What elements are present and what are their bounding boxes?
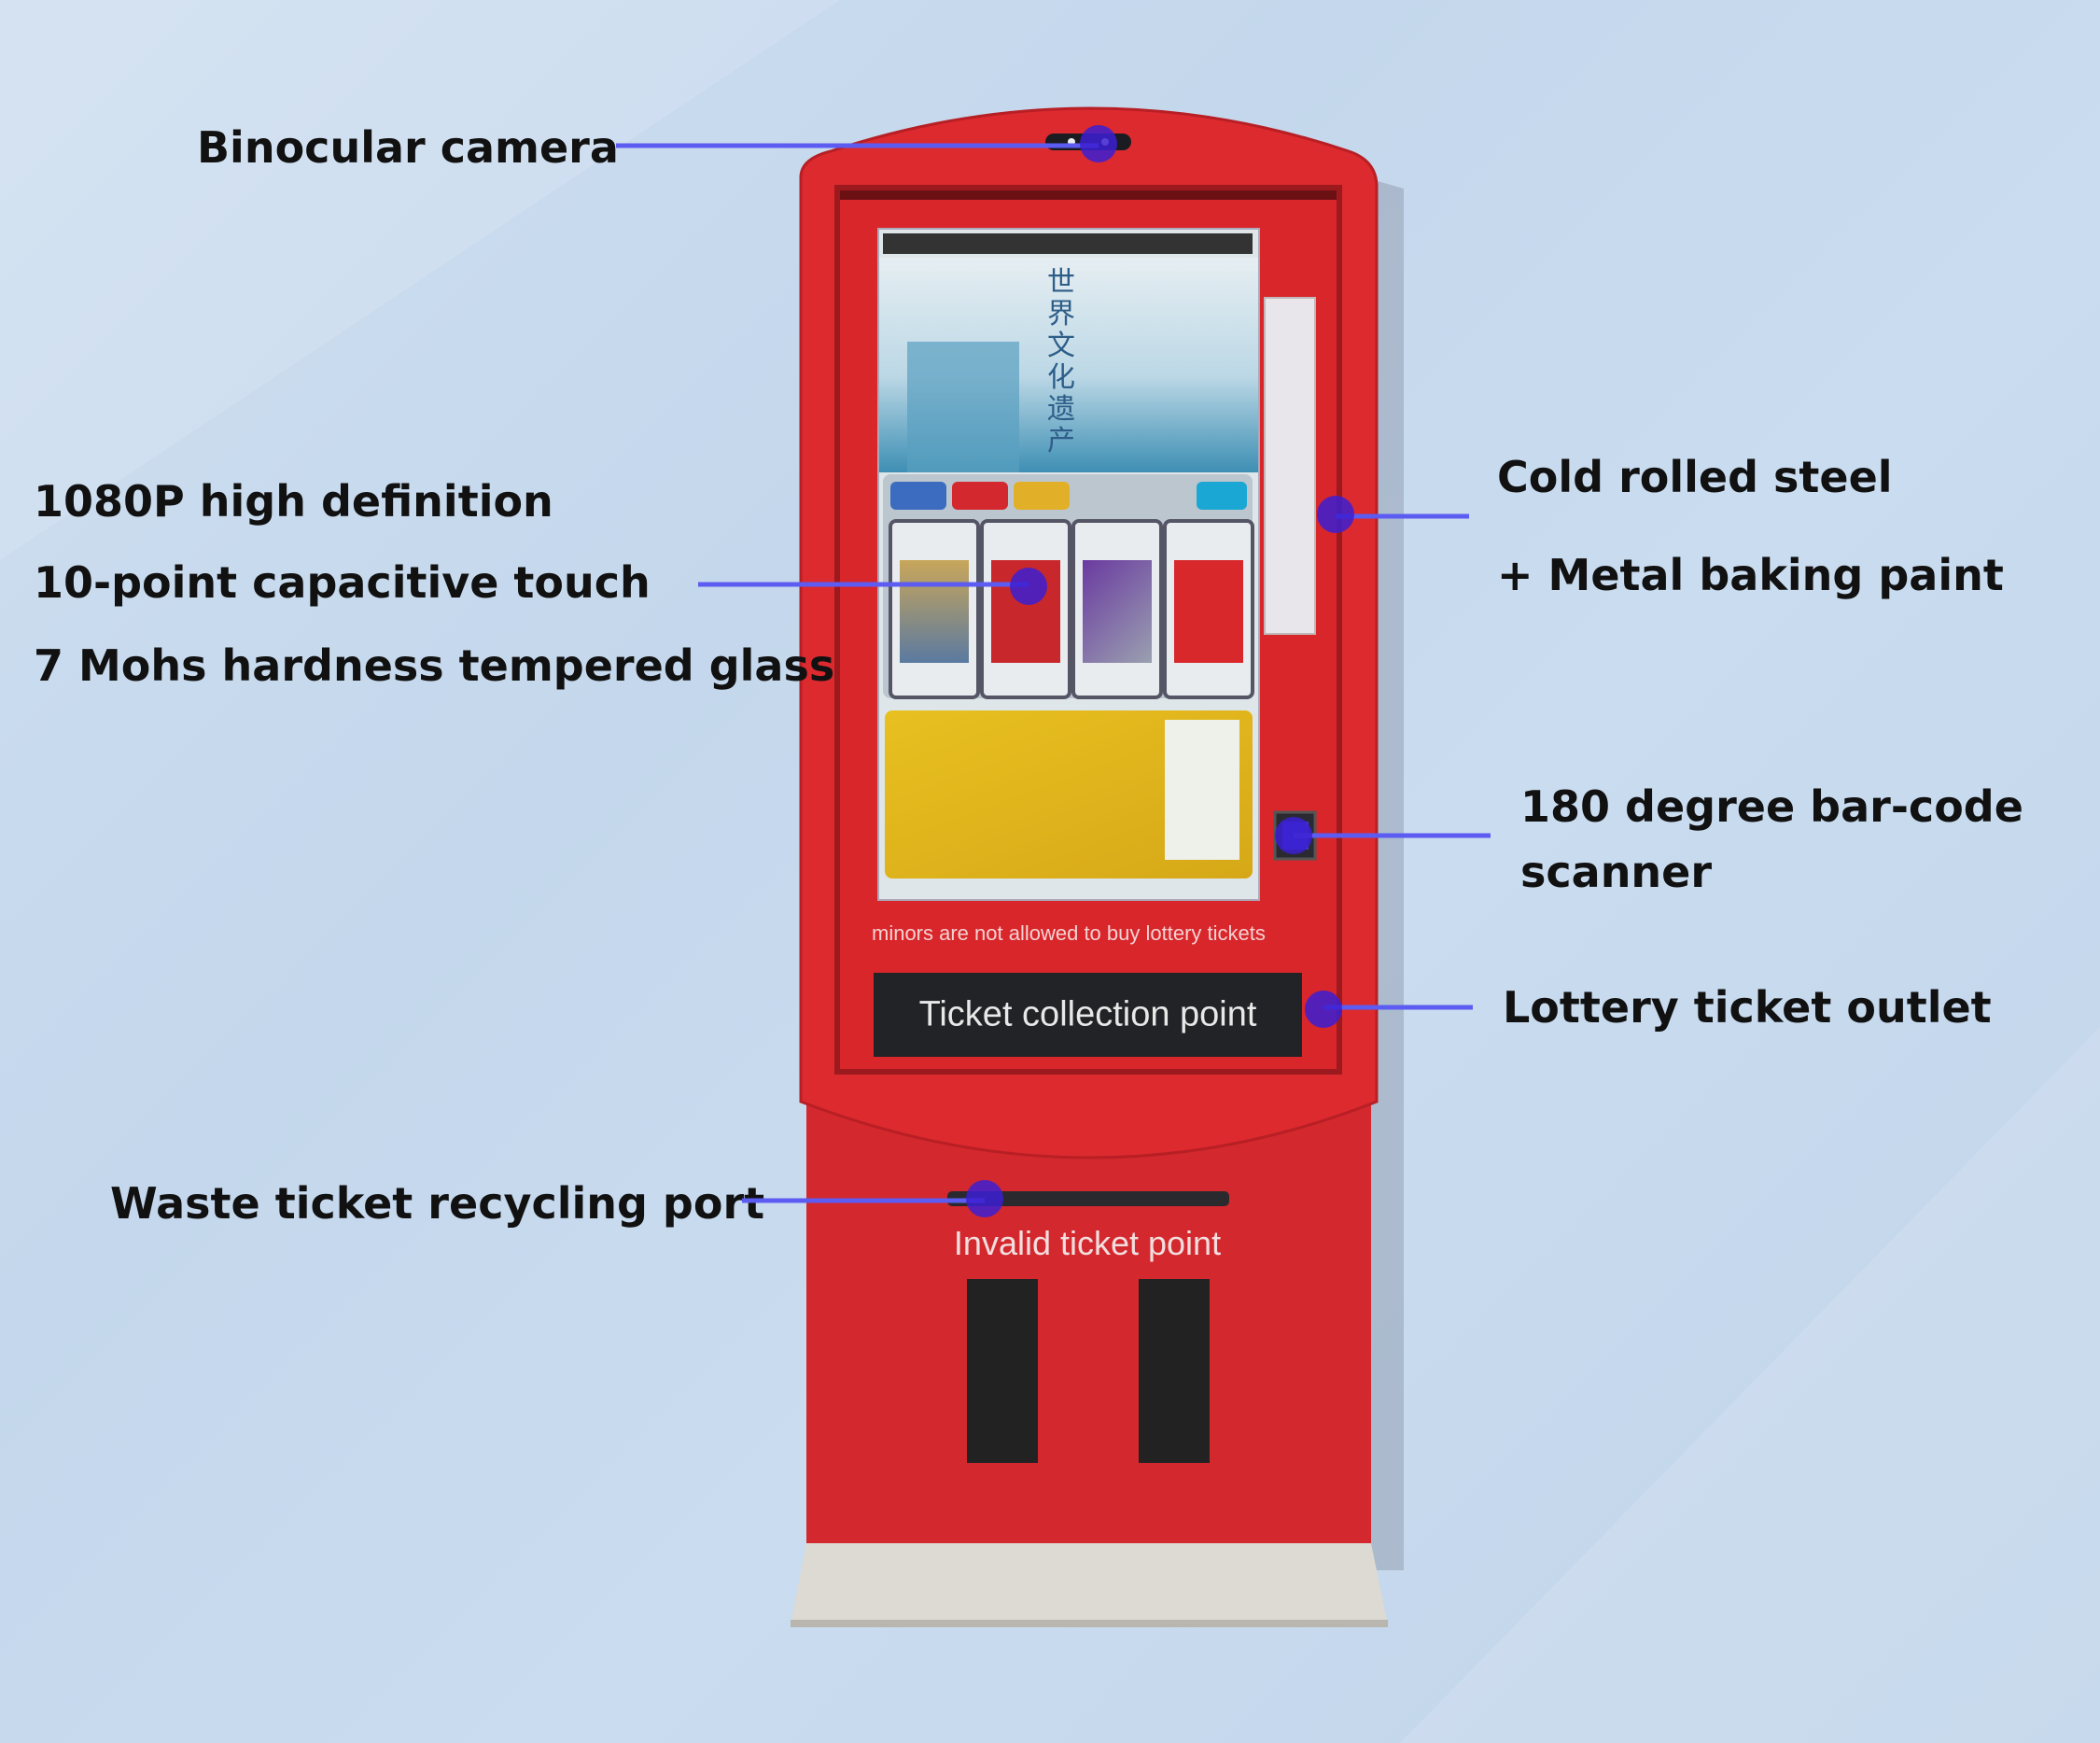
- label-capacitive-touch: 10-point capacitive touch: [34, 557, 651, 608]
- banner-image: 世界文化遗产: [879, 258, 1258, 472]
- ticket-collection-label: Ticket collection point: [918, 994, 1257, 1034]
- minors-warning: minors are not allowed to buy lottery ti…: [872, 921, 1266, 945]
- screen-top-bar: [883, 233, 1253, 254]
- frame-top-shadow: [840, 190, 1337, 200]
- side-info-strip: [1264, 297, 1316, 635]
- waste-ticket-slot: [947, 1191, 1229, 1206]
- label-cold-rolled-steel: Cold rolled steel: [1497, 452, 1893, 502]
- callout-line-steel: [1336, 513, 1469, 519]
- banner-title: 世界文化遗产: [1047, 266, 1075, 457]
- invalid-ticket-label: Invalid ticket point: [953, 1224, 1222, 1262]
- label-ticket-outlet: Lottery ticket outlet: [1503, 982, 1992, 1033]
- label-1080p: 1080P high definition: [34, 476, 553, 527]
- info-table: [1165, 720, 1239, 860]
- label-barcode-scanner: 180 degree bar-code: [1520, 781, 2023, 832]
- tab-yellow[interactable]: [1014, 482, 1070, 510]
- lower-panel-right: [1139, 1279, 1210, 1463]
- callout-dot-recycle: [966, 1180, 1003, 1217]
- kiosk-base: [791, 1543, 1388, 1625]
- label-tempered-glass: 7 Mohs hardness tempered glass: [34, 640, 835, 691]
- callout-dot-scanner: [1275, 817, 1312, 854]
- great-wall-tower: [907, 342, 1019, 472]
- callout-line-recycle: [742, 1198, 985, 1203]
- callout-dot-outlet: [1305, 991, 1342, 1028]
- ticket-card[interactable]: [980, 519, 1071, 699]
- callout-line-scanner: [1294, 833, 1491, 838]
- callout-dot-screen: [1010, 568, 1047, 605]
- callout-line-screen: [698, 582, 1029, 587]
- label-recycling-port: Waste ticket recycling port: [110, 1178, 765, 1229]
- base-edge: [791, 1620, 1388, 1627]
- tab-blue[interactable]: [890, 482, 946, 510]
- label-binocular-camera: Binocular camera: [197, 122, 619, 173]
- callout-dot-camera: [1080, 125, 1117, 162]
- tab-red[interactable]: [952, 482, 1008, 510]
- label-metal-baking-paint: + Metal baking paint: [1497, 550, 2004, 600]
- callout-dot-steel: [1317, 496, 1354, 533]
- label-scanner: scanner: [1520, 847, 1713, 897]
- ticket-card[interactable]: [889, 519, 980, 699]
- info-panel: [885, 710, 1253, 879]
- touch-screen[interactable]: 世界文化遗产: [877, 228, 1260, 901]
- callout-line-camera: [616, 143, 1099, 148]
- lower-panel-left: [967, 1279, 1038, 1463]
- ticket-collection-box: [874, 973, 1302, 1057]
- ticket-card[interactable]: [1163, 519, 1254, 699]
- callout-line-outlet: [1323, 1005, 1473, 1010]
- ticket-card[interactable]: [1071, 519, 1163, 699]
- buy-button[interactable]: [1197, 482, 1247, 510]
